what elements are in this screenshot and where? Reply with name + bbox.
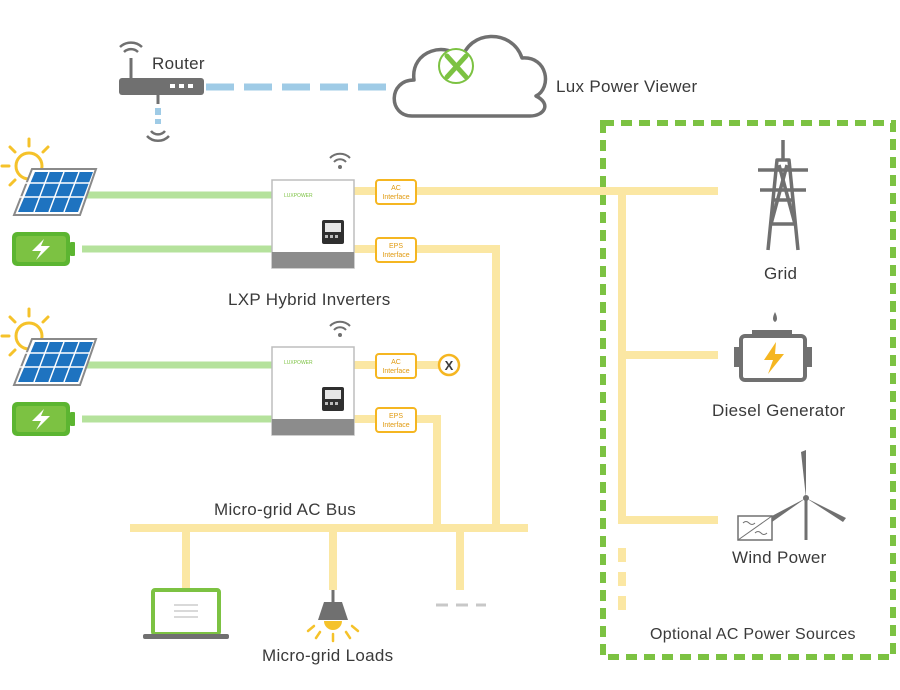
dc-lines (82, 191, 272, 423)
laptop-icon (143, 588, 229, 639)
cloud-label: Lux Power Viewer (556, 77, 698, 96)
lamp-icon (306, 590, 360, 643)
interface-label: AC (391, 359, 401, 366)
wind-power-label: Wind Power (732, 548, 827, 567)
grid-label: Grid (764, 264, 798, 283)
ac-interface-box: AC Interface (375, 179, 417, 205)
eps-interface-box: EPS Interface (375, 237, 417, 263)
eps-interface-box: EPS Interface (375, 407, 417, 433)
wifi-icon (329, 152, 351, 170)
battery-icon (12, 402, 75, 436)
optional-sources-label: Optional AC Power Sources (650, 626, 856, 643)
interface-label: EPS (389, 413, 403, 420)
router-label: Router (152, 54, 205, 73)
inverter-brand: LUXPOWER (284, 193, 313, 199)
router-icon (119, 41, 204, 143)
loads-label: Micro-grid Loads (262, 646, 394, 665)
diesel-generator-icon (734, 312, 812, 382)
interface-label: Interface (382, 368, 409, 375)
optional-sources-frame (600, 120, 896, 660)
solar-panel-icon (13, 168, 97, 216)
interface-label: AC (391, 185, 401, 192)
ac-interface-box: AC Interface (375, 353, 417, 379)
inverters-label: LXP Hybrid Inverters (228, 290, 391, 309)
interface-label: Interface (382, 194, 409, 201)
disconnect-icon: X (437, 353, 461, 377)
disconnect-symbol: X (445, 358, 454, 373)
battery-icon (12, 232, 75, 266)
diesel-generator-label: Diesel Generator (712, 401, 846, 420)
cloud-icon (392, 34, 548, 118)
wifi-icon (329, 320, 351, 338)
solar-panel-icon (13, 338, 97, 386)
inverter-brand: LUXPOWER (284, 360, 313, 366)
interface-label: Interface (382, 252, 409, 259)
grid-tower-icon (758, 140, 808, 251)
wind-turbine-icon (737, 450, 846, 541)
interface-label: Interface (382, 422, 409, 429)
interface-label: EPS (389, 243, 403, 250)
ac-lines (130, 187, 718, 620)
bus-label: Micro-grid AC Bus (214, 500, 357, 519)
